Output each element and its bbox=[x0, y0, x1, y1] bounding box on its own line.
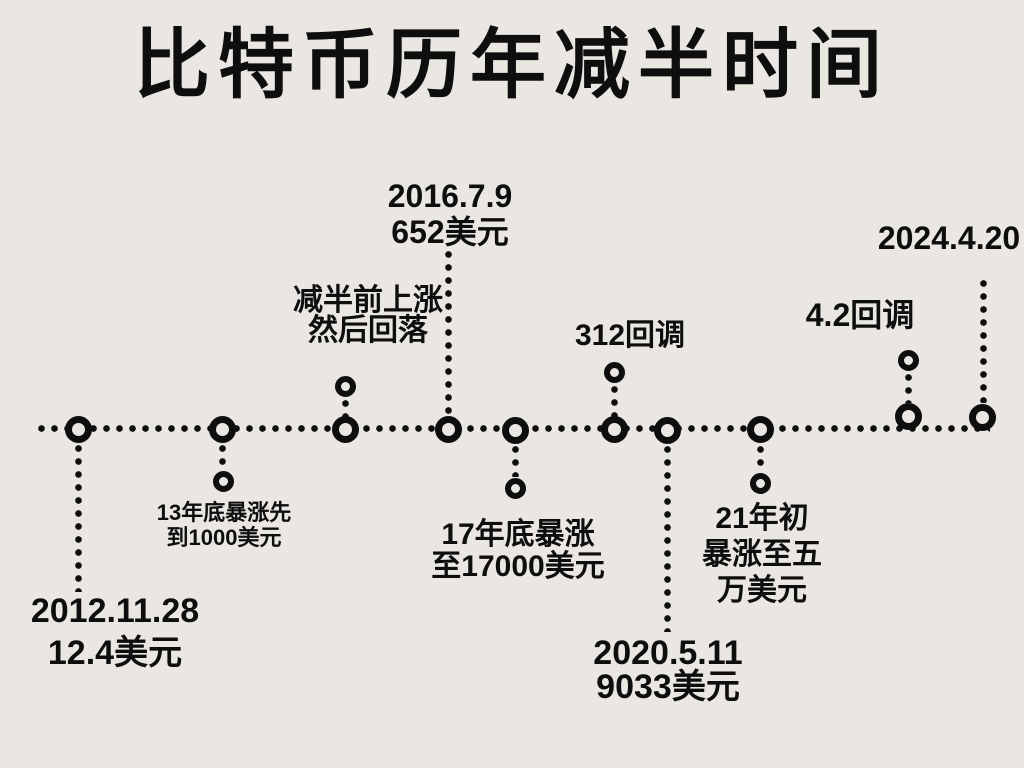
satellite-2021-peak bbox=[749, 472, 771, 494]
label-2012-halving: 2012.11.28 12.4美元 bbox=[31, 590, 199, 674]
label-2024-halving: 2024.4.20 bbox=[878, 221, 1020, 255]
label-line: 312回调 bbox=[574, 319, 686, 352]
label-line: 减半前上涨 bbox=[293, 284, 443, 317]
label-line: 2012.11.28 bbox=[30, 592, 200, 630]
label-line: 2020.5.11 bbox=[593, 634, 743, 672]
connector-2024-halving bbox=[979, 277, 987, 403]
connector-2020-halving bbox=[663, 443, 671, 632]
node-2012-halving bbox=[64, 415, 92, 443]
label-line: 9033美元 bbox=[596, 668, 740, 706]
node-pre-halving-pattern bbox=[331, 415, 359, 443]
connector-2016-halving bbox=[444, 248, 452, 416]
node-2021-peak bbox=[746, 415, 774, 443]
label-line: 暴涨至五 bbox=[702, 538, 822, 571]
label-line: 12.4美元 bbox=[47, 634, 183, 672]
label-line: 万美元 bbox=[717, 574, 807, 607]
label-line: 17年底暴涨 bbox=[441, 518, 595, 551]
label-line: 到1000美元 bbox=[166, 525, 282, 550]
connector-312-correction bbox=[610, 383, 618, 417]
node-2017-peak bbox=[501, 416, 529, 444]
label-line: 至17000美元 bbox=[431, 550, 605, 583]
satellite-pre-halving-pattern bbox=[334, 375, 356, 397]
node-2020-halving bbox=[653, 416, 681, 444]
node-2024-halving bbox=[968, 403, 996, 431]
satellite-2013-peak bbox=[212, 470, 234, 492]
label-line: 4.2回调 bbox=[805, 297, 915, 333]
label-line: 652美元 bbox=[391, 214, 509, 250]
connector-2017-peak bbox=[511, 443, 519, 477]
page-title: 比特币历年减半时间 bbox=[134, 23, 890, 108]
label-2017-peak: 17年底暴涨至17000美元 bbox=[431, 519, 604, 583]
connector-pre-halving-pattern bbox=[341, 397, 349, 417]
label-line: 然后回落 bbox=[308, 314, 428, 347]
label-312-correction: 312回调 bbox=[575, 320, 685, 352]
satellite-312-correction bbox=[603, 361, 625, 383]
satellite-2017-peak bbox=[504, 477, 526, 499]
label-2021-peak: 21年初暴涨至五万美元 bbox=[702, 501, 822, 609]
node-2016-halving bbox=[434, 415, 462, 443]
label-line: 2024.4.20 bbox=[877, 220, 1021, 256]
connector-2021-peak bbox=[756, 443, 764, 472]
label-line: 2016.7.9 bbox=[387, 178, 513, 214]
node-312-correction bbox=[600, 415, 628, 443]
node-42-correction bbox=[894, 402, 922, 430]
connector-2013-peak bbox=[218, 442, 226, 470]
node-2013-peak bbox=[208, 415, 236, 443]
satellite-42-correction bbox=[897, 349, 919, 371]
label-line: 13年底暴涨先 bbox=[156, 500, 292, 525]
connector-42-correction bbox=[904, 371, 912, 403]
label-42-correction: 4.2回调 bbox=[806, 298, 915, 332]
label-pre-halving-pattern: 减半前上涨然后回落 bbox=[293, 286, 443, 346]
connector-2012-halving bbox=[74, 442, 82, 592]
label-line: 21年初 bbox=[715, 502, 809, 535]
label-2013-peak: 13年底暴涨先到1000美元 bbox=[157, 500, 291, 550]
